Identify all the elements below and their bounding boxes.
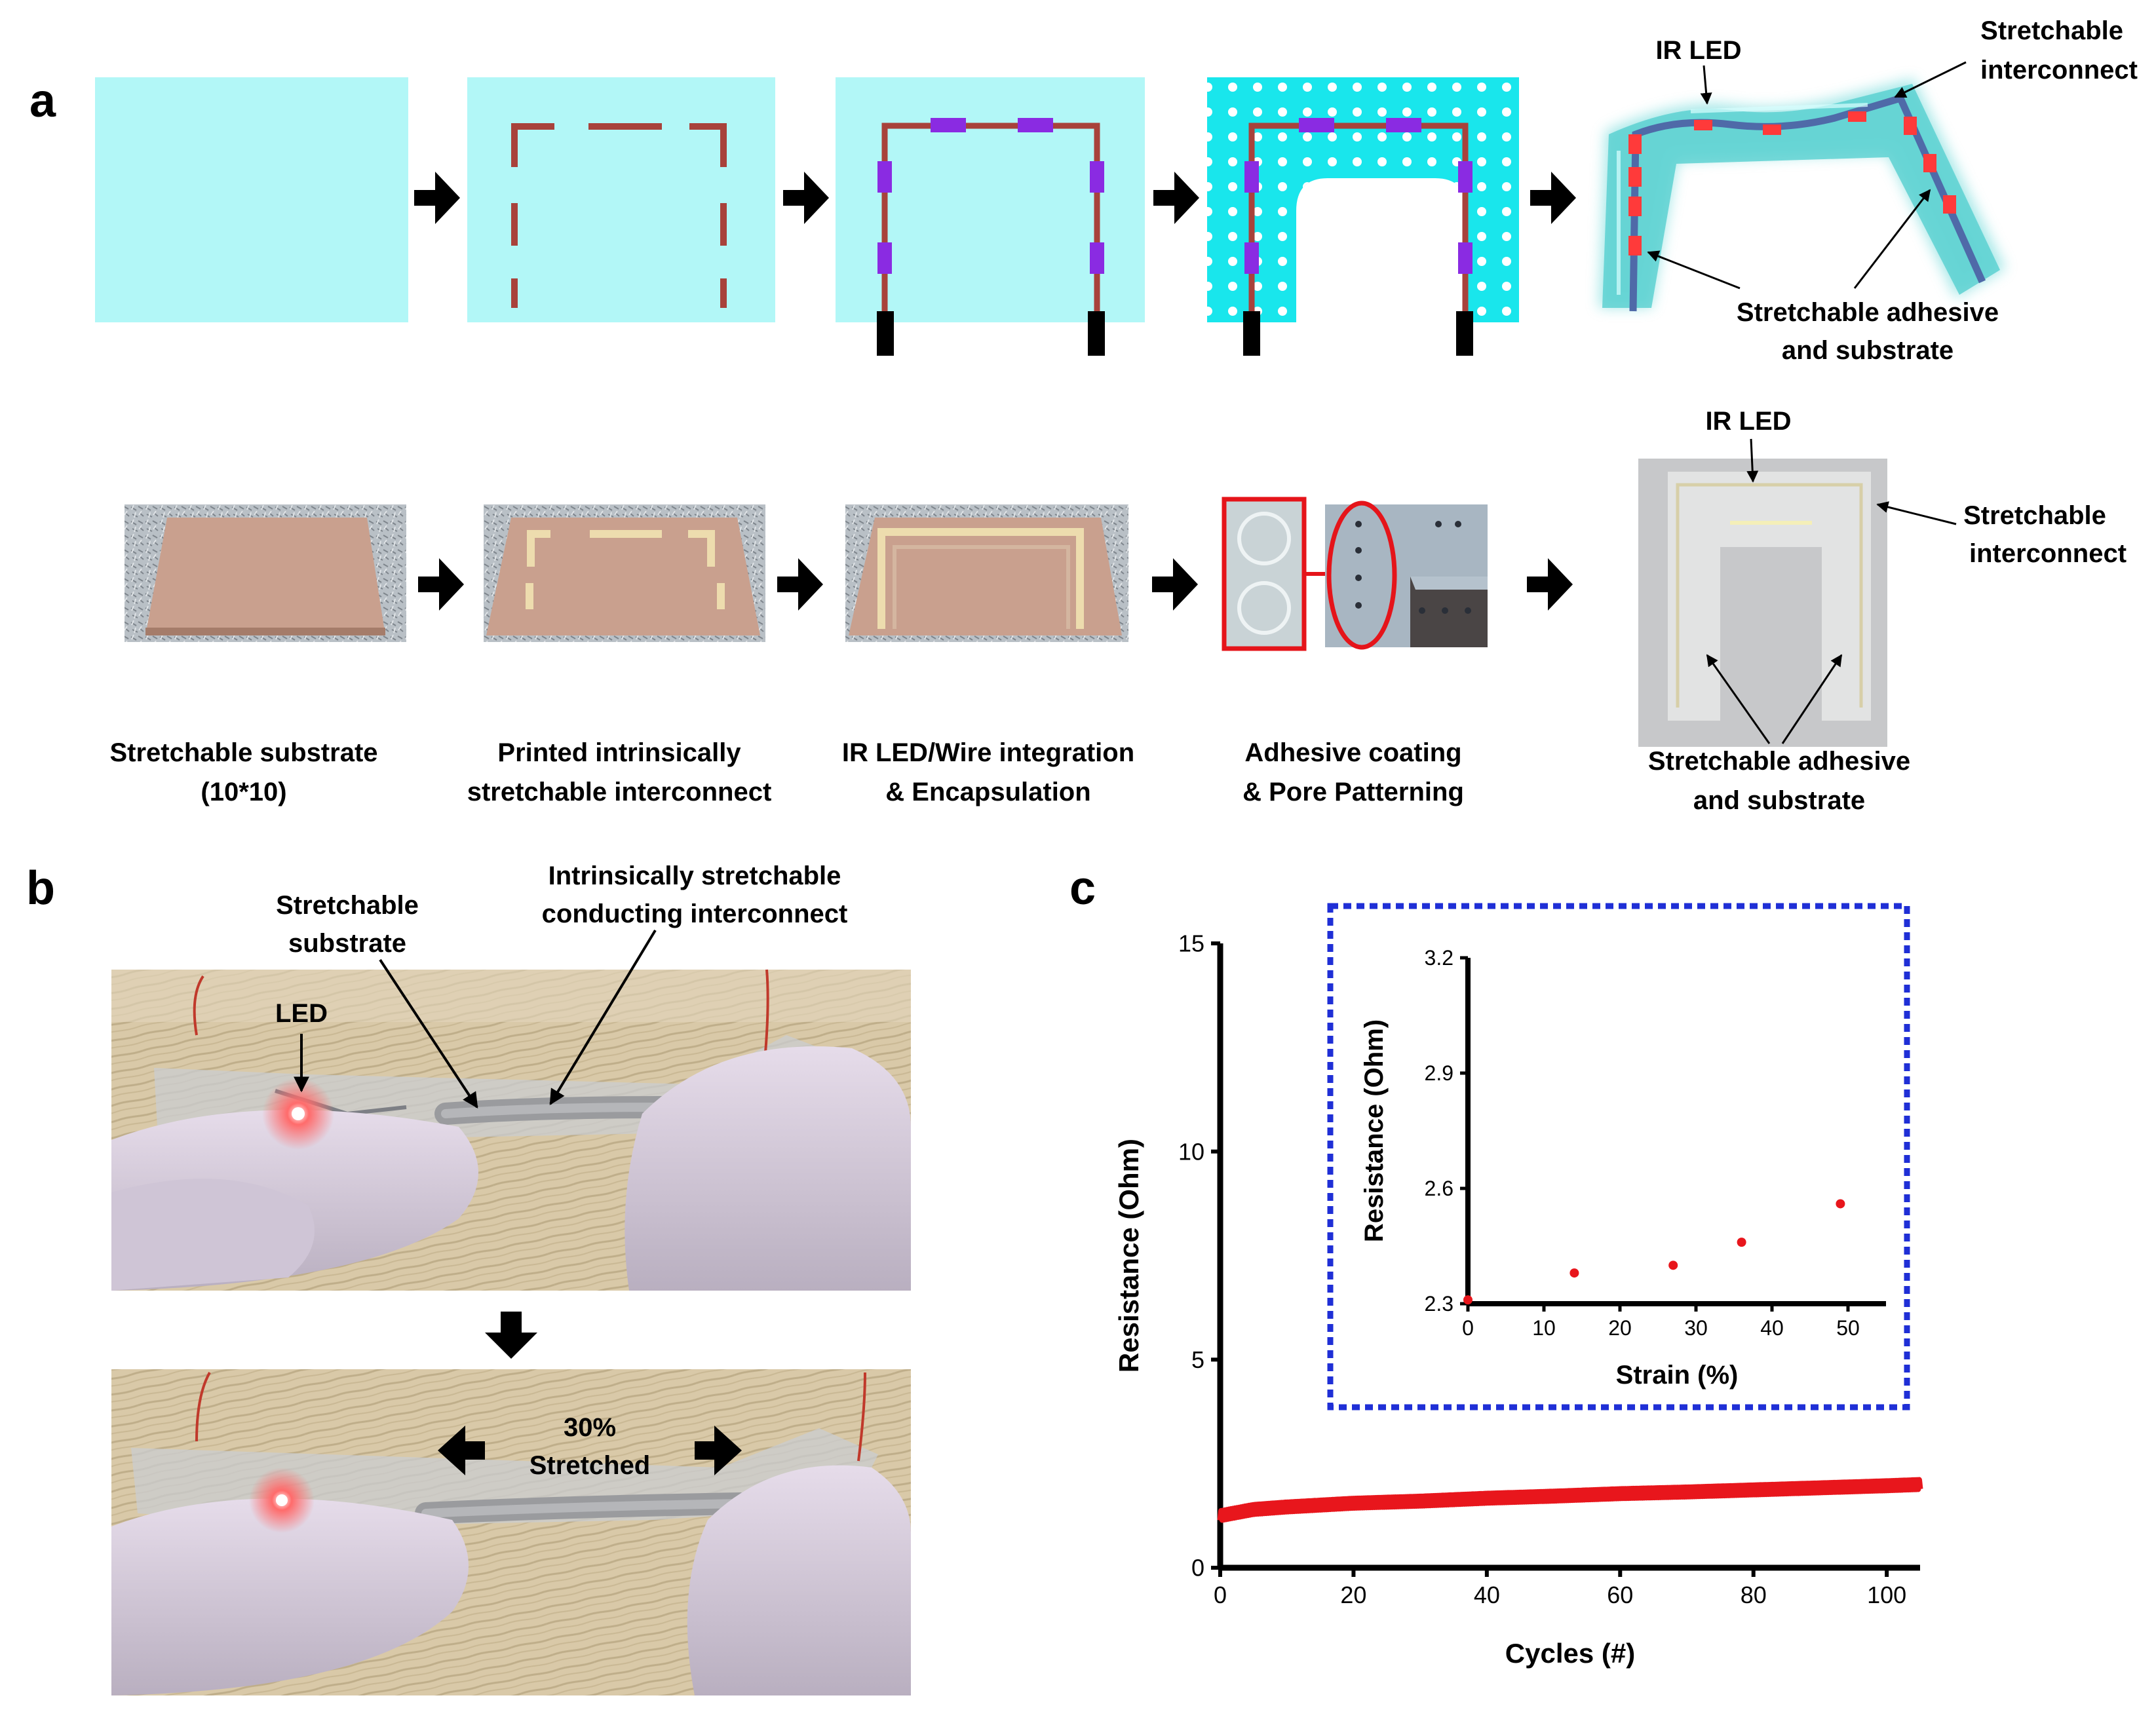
process-arrow <box>1530 172 1576 224</box>
photo-final-device <box>1638 459 1887 747</box>
photo-adhesive-pores <box>1222 497 1488 651</box>
step-caption-2: stretchable interconnect <box>467 778 772 806</box>
photo-label-adhesive: and substrate <box>1693 786 1865 815</box>
y-tick-label: 5 <box>1191 1346 1204 1373</box>
x-tick-label: 20 <box>1340 1581 1366 1608</box>
process-arrow <box>414 172 460 224</box>
photo-device-relaxed <box>111 969 911 1291</box>
panel-b-label: b <box>26 862 55 915</box>
schematic-substrate <box>95 77 408 322</box>
x-tick-label: 40 <box>1760 1316 1784 1340</box>
process-arrow <box>1152 558 1198 611</box>
x-tick-label: 0 <box>1462 1316 1474 1340</box>
step-caption-4: & Pore Patterning <box>1242 778 1464 806</box>
y-tick-label: 2.6 <box>1425 1177 1453 1200</box>
schematic-led-integration <box>836 77 1145 356</box>
photo-label-interconnect: interconnect <box>1969 539 2127 568</box>
step-caption-1: (10*10) <box>201 778 286 806</box>
x-tick-label: 0 <box>1214 1581 1227 1608</box>
panel-a-label: a <box>29 75 56 127</box>
strain-point <box>1463 1295 1473 1305</box>
stretch-arrow-left <box>438 1426 485 1475</box>
process-arrow <box>783 172 829 224</box>
photo-label-adhesive: Stretchable adhesive <box>1648 747 1910 776</box>
strain-point <box>1836 1199 1845 1209</box>
label-stretchable-substrate: Stretchable <box>276 891 419 920</box>
photo-printed-interconnect <box>484 504 765 642</box>
strain-point <box>1569 1268 1579 1278</box>
label-stretchable-adhesive: Stretchable adhesive <box>1737 298 1999 327</box>
label-led: LED <box>275 999 328 1028</box>
label-stretchable-interconnect: Stretchable <box>1980 16 2123 45</box>
label-conducting-interconnect: conducting interconnect <box>542 899 848 928</box>
step-caption-1: Stretchable substrate <box>109 738 377 767</box>
y-tick-label: 2.9 <box>1425 1061 1453 1085</box>
x-axis-label: Strain (%) <box>1616 1361 1739 1390</box>
y-axis-label: Resistance (Ohm) <box>1113 1139 1144 1373</box>
photo-led-integration <box>845 504 1128 642</box>
resistance-trace <box>1217 1477 1923 1523</box>
y-axis-label: Resistance (Ohm) <box>1360 1019 1389 1242</box>
process-arrow <box>1527 558 1573 611</box>
x-tick-label: 80 <box>1741 1581 1767 1608</box>
label-ir-led: IR LED <box>1655 36 1741 65</box>
photo-device-stretched <box>111 1369 911 1695</box>
schematic-stretched-device <box>1599 79 2005 312</box>
strain-point <box>1668 1260 1678 1270</box>
x-tick-label: 60 <box>1607 1581 1633 1608</box>
x-tick-label: 50 <box>1836 1316 1860 1340</box>
strain-point <box>1737 1238 1746 1247</box>
x-tick-label: 10 <box>1532 1316 1556 1340</box>
step-caption-4: Adhesive coating <box>1244 738 1461 767</box>
photo-label-ir-led: IR LED <box>1705 407 1791 436</box>
step-caption-3: & Encapsulation <box>885 778 1090 806</box>
y-tick-label: 3.2 <box>1425 946 1453 970</box>
inset-border <box>1327 903 1910 1411</box>
y-tick-label: 15 <box>1178 930 1204 957</box>
x-tick-label: 100 <box>1867 1581 1906 1608</box>
process-arrow <box>777 558 823 611</box>
y-tick-label: 0 <box>1191 1555 1204 1581</box>
label-stretchable-substrate: substrate <box>288 929 406 958</box>
stretch-arrow-right <box>695 1426 742 1475</box>
step-caption-3: IR LED/Wire integration <box>842 738 1134 767</box>
down-arrow <box>485 1312 537 1359</box>
label-stretched: Stretched <box>529 1451 651 1480</box>
schematic-printed-interconnect <box>467 77 775 322</box>
process-arrow <box>418 558 464 611</box>
process-arrow <box>1153 172 1199 224</box>
schematic-adhesive-pores <box>1207 77 1519 356</box>
label-stretchable-interconnect: interconnect <box>1980 56 2138 85</box>
photo-substrate <box>125 504 406 642</box>
step-caption-2: Printed intrinsically <box>497 738 741 767</box>
x-axis-label: Cycles (#) <box>1505 1638 1635 1669</box>
x-tick-label: 20 <box>1608 1316 1632 1340</box>
y-tick-label: 10 <box>1178 1138 1204 1165</box>
panel-c-label: c <box>1069 862 1096 915</box>
x-tick-label: 30 <box>1684 1316 1708 1340</box>
label-conducting-interconnect: Intrinsically stretchable <box>549 861 841 890</box>
label-stretch-percent: 30% <box>564 1413 616 1442</box>
label-stretchable-adhesive: and substrate <box>1782 336 1954 365</box>
y-tick-label: 2.3 <box>1425 1292 1453 1316</box>
photo-label-interconnect: Stretchable <box>1963 501 2106 530</box>
x-tick-label: 40 <box>1474 1581 1500 1608</box>
